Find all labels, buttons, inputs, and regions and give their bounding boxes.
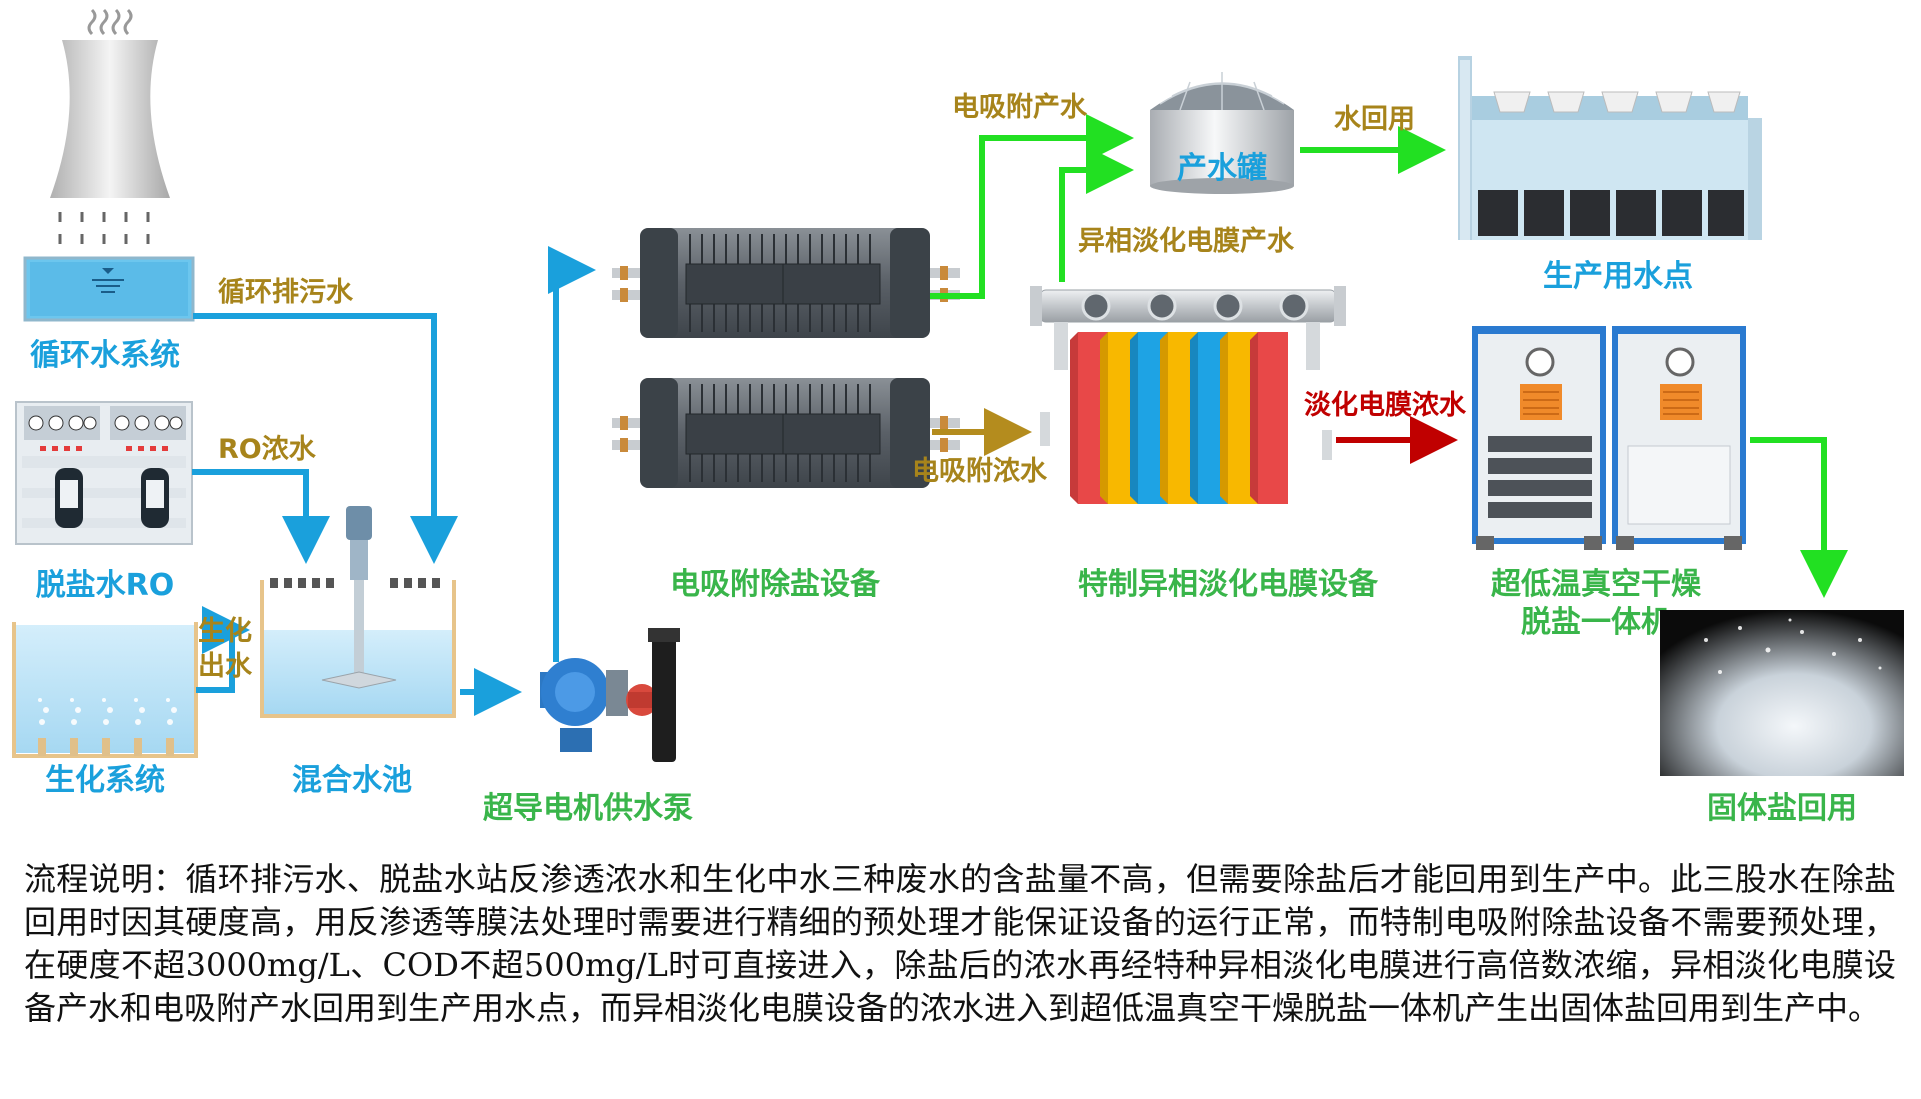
dryer-label-line1: 超低温真空干燥 [1491, 567, 1702, 602]
flow-blowdown [193, 313, 458, 564]
ro-unit-label: 脱盐水RO [36, 568, 175, 603]
biochemical-tank-icon [12, 622, 198, 758]
flow-label-ea-product: 电吸附产水 [952, 92, 1088, 123]
dryer-label-line2: 脱盐一体机 [1521, 605, 1671, 640]
flow-label-membrane-concentrate: 淡化电膜浓水 [1304, 390, 1467, 421]
product-tank-label: 产水罐 [1177, 151, 1267, 186]
process-flow-diagram: 循环水系统 脱盐水RO [12, 8, 1904, 826]
ea-unit-top-icon [612, 228, 960, 338]
solid-salt-image [1660, 610, 1904, 776]
process-description: 流程说明：循环排污水、脱盐水站反渗透浓水和生化中水三种废水的含盐量不高，但需要除… [24, 860, 1896, 1027]
flow-label-bio-effluent-1: 生化 [198, 616, 252, 647]
production-point-label: 生产用水点 [1543, 259, 1693, 294]
ea-unit-bottom-icon [612, 378, 960, 488]
flow-label-ea-concentrate: 电吸附浓水 [912, 456, 1048, 487]
flow-label-membrane-product: 异相淡化电膜产水 [1078, 226, 1295, 257]
vacuum-dryer-icon [1472, 326, 1746, 550]
flow-dryer-to-salt [1750, 437, 1848, 598]
flow-label-ro-concentrate: RO浓水 [218, 434, 317, 465]
membrane-equipment-label: 特制异相淡化电膜设备 [1078, 567, 1379, 602]
mixing-pool-label: 混合水池 [292, 763, 412, 798]
flow-label-blowdown: 循环排污水 [218, 277, 354, 308]
flow-pump-to-ea [548, 246, 596, 662]
flow-bio-effluent [196, 606, 250, 693]
flow-membrane-product [1059, 146, 1134, 282]
cooling-system-label: 循环水系统 [30, 338, 180, 373]
flow-label-water-reuse: 水回用 [1334, 104, 1415, 135]
ro-unit-icon [15, 401, 193, 545]
pump-label: 超导电机供水泵 [483, 791, 693, 826]
product-tank-icon [1150, 72, 1294, 194]
mixing-pool-icon [260, 506, 456, 718]
flow-ea-product [930, 114, 1134, 299]
ea-equipment-label: 电吸附除盐设备 [670, 567, 881, 602]
bio-system-label: 生化系统 [45, 763, 165, 798]
cooling-tower-icon [50, 8, 170, 244]
flow-label-bio-effluent-2: 出水 [198, 651, 253, 682]
superconducting-pump-icon [540, 628, 680, 762]
production-point-icon [1458, 56, 1762, 240]
solid-salt-label: 固体盐回用 [1707, 791, 1857, 826]
circulating-water-basin-icon [23, 256, 195, 322]
flow-ro-concentrate [192, 469, 330, 564]
membrane-equipment-icon [1030, 286, 1346, 504]
